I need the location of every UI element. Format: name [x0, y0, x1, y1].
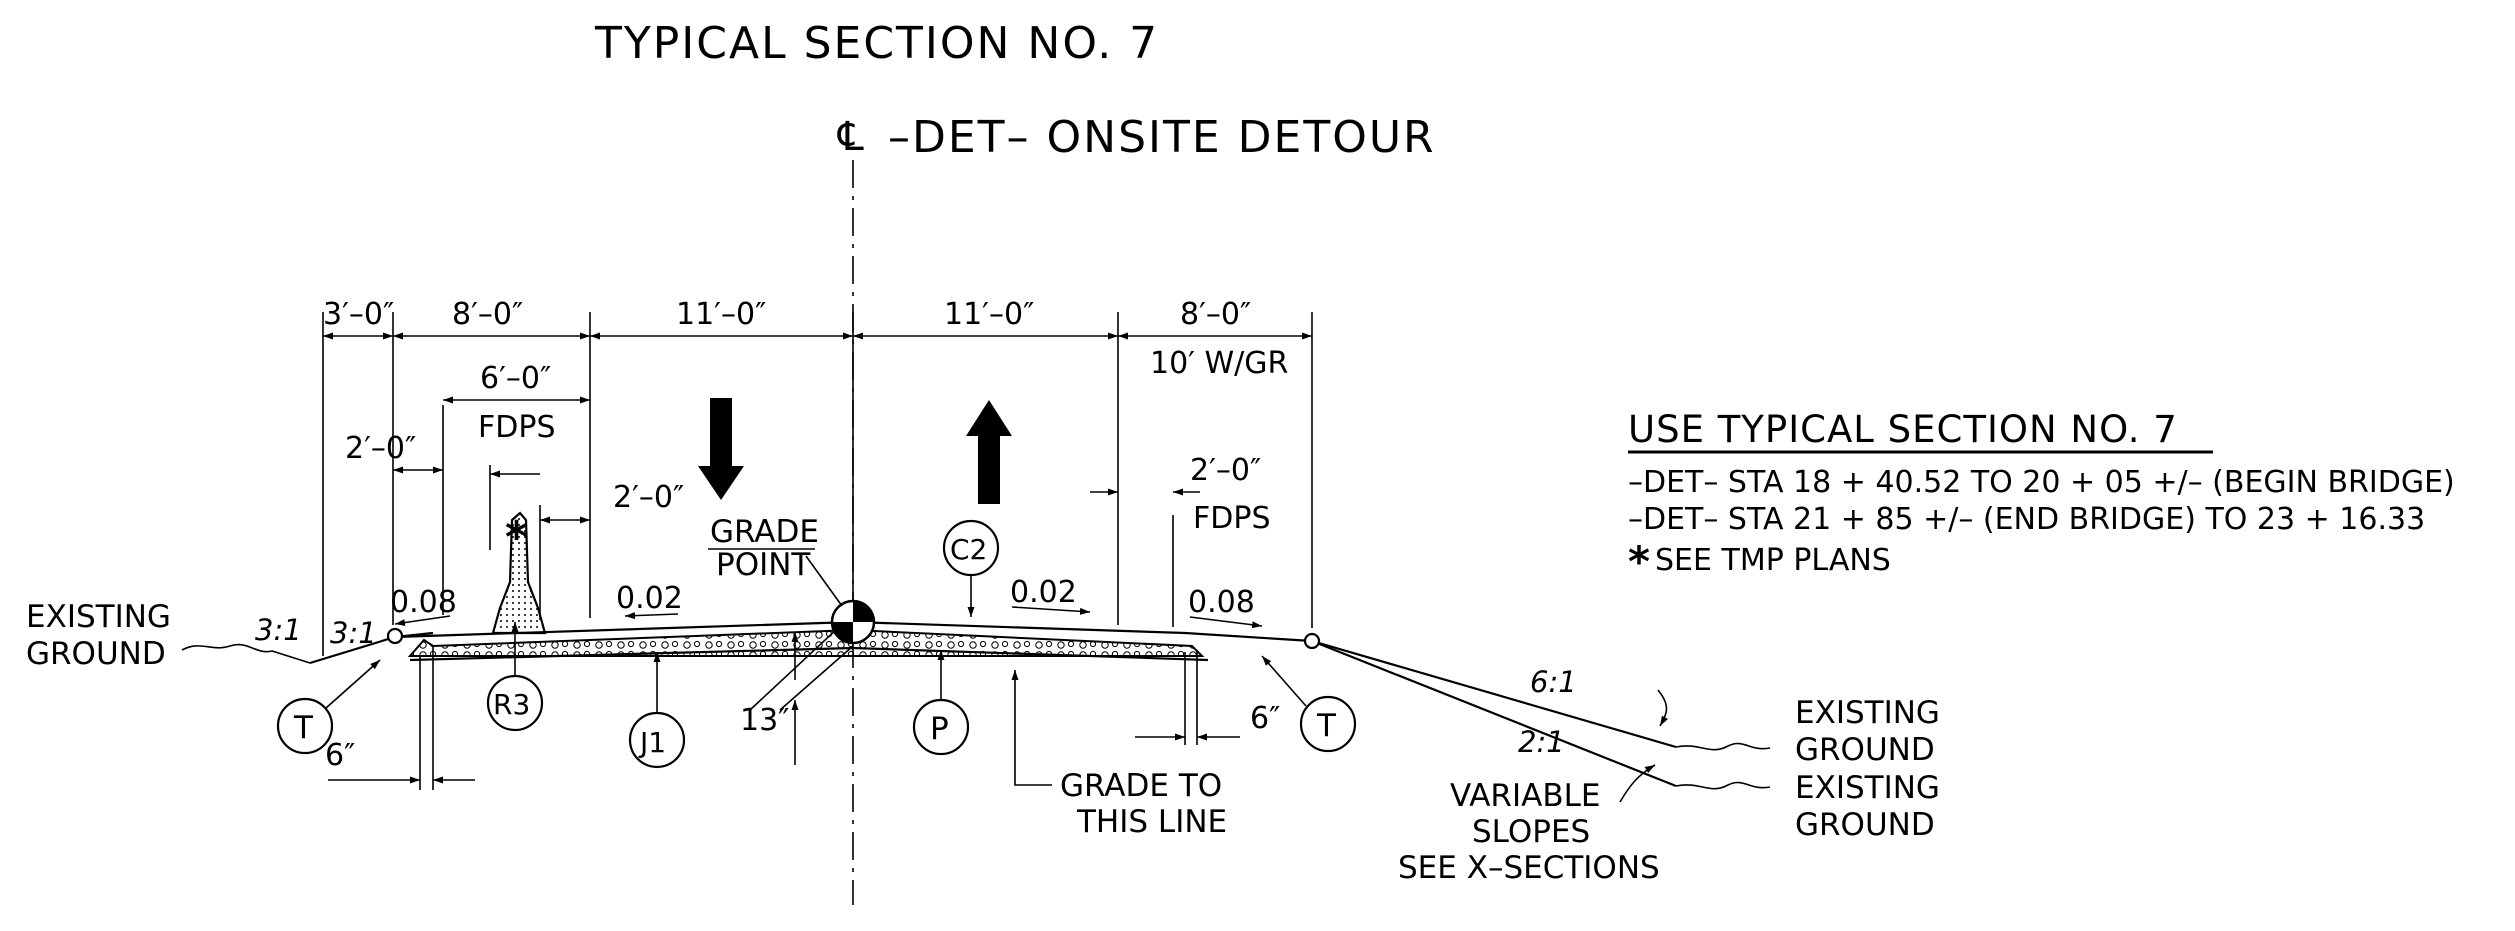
- slope-left-lane-arrow: [624, 612, 679, 620]
- callout-t-right: T: [1261, 655, 1357, 753]
- grade-point-leader: [805, 555, 843, 607]
- dim-3ft: 3′–0″: [323, 297, 394, 332]
- callout-c2: C2: [942, 519, 1000, 617]
- callout-t-left: T: [276, 659, 381, 755]
- notes-line-1: –DET– STA 18 + 40.52 TO 20 + 05 +/– (BEG…: [1628, 465, 2455, 500]
- depth-leader-bot: [779, 645, 854, 711]
- barrier-offset: 2′–0″: [613, 480, 684, 515]
- slope-right-lane: 0.02: [1010, 575, 1077, 610]
- fdps-right-label: FDPS: [1193, 501, 1271, 536]
- slope-right-upper: 6:1: [1530, 665, 1577, 699]
- left-hinge-point: [386, 627, 404, 645]
- variable-slopes-3: SEE X–SECTIONS: [1398, 850, 1660, 886]
- left-offset: 2′–0″: [345, 431, 416, 466]
- right-existing-ground-upper: [1675, 742, 1771, 751]
- left-existing-ground: [181, 643, 311, 664]
- grade-point-symbol: [830, 599, 876, 645]
- grade-line-leader: [1011, 670, 1052, 786]
- fdps-left-width: 6′–0″: [480, 361, 551, 396]
- dim-guardrail: 10′ W/GR: [1150, 346, 1288, 381]
- grade-point-label-2: POINT: [716, 547, 811, 583]
- base-course: [407, 628, 1205, 657]
- dim-8ft-right: 8′–0″: [1180, 297, 1251, 332]
- slope-right-lower: 2:1: [1518, 725, 1565, 759]
- base-course-bottom: [409, 646, 1209, 662]
- callout-p: P: [912, 650, 970, 756]
- variable-slopes-2: SLOPES: [1472, 814, 1590, 850]
- variable-slopes-1: VARIABLE: [1450, 778, 1600, 814]
- notes-line-2: –DET– STA 21 + 85 +/– (END BRIDGE) TO 23…: [1628, 502, 2425, 537]
- depth-leader-top: [749, 627, 839, 711]
- dim-8ft-left: 8′–0″: [452, 297, 523, 332]
- extension-lines: [322, 312, 1313, 656]
- existing-ground-right2-1: EXISTING: [1795, 770, 1940, 806]
- callout-r3: R3: [486, 622, 544, 732]
- slope-right-shoulder-arrow: [1189, 616, 1263, 629]
- dim-11ft-right: 11′–0″: [944, 297, 1034, 332]
- concrete-barrier: [491, 511, 547, 635]
- centerline-symbol: ℄: [837, 114, 866, 160]
- finished-surface: [394, 620, 1313, 643]
- grade-line-label-1: GRADE TO: [1060, 768, 1222, 804]
- barrier-asterisk: *: [505, 512, 528, 563]
- fdps-right-width: 2′–0″: [1190, 453, 1261, 488]
- svg-text:P: P: [930, 711, 949, 747]
- section-title: TYPICAL SECTION NO. 7: [594, 18, 1159, 69]
- slope-left-lane: 0.02: [616, 581, 683, 616]
- svg-text:C2: C2: [950, 533, 987, 566]
- right-lower-slope: [1311, 639, 1677, 788]
- right-upper-slope: [1311, 639, 1677, 749]
- notes-line-3-symbol: *: [1628, 537, 1650, 586]
- svg-text:T: T: [293, 710, 314, 746]
- direction-arrow-up: [966, 400, 1012, 504]
- existing-ground-right1-2: GROUND: [1795, 732, 1935, 768]
- svg-text:R3: R3: [493, 688, 530, 721]
- existing-ground-right1-1: EXISTING: [1795, 695, 1940, 731]
- slope-right-shoulder: 0.08: [1188, 585, 1255, 620]
- right-6in: 6″: [1250, 701, 1280, 736]
- grade-point-label-1: GRADE: [710, 514, 819, 550]
- left-6in: 6″: [325, 738, 355, 773]
- slope-right-upper-leader: [1657, 689, 1668, 727]
- slope-left-fill-inner: 3:1: [330, 616, 377, 650]
- svg-text:J1: J1: [638, 726, 666, 759]
- existing-ground-right2-2: GROUND: [1795, 807, 1935, 843]
- slope-left-shoulder-arrow: [394, 615, 451, 627]
- slope-right-lane-arrow: [1011, 606, 1091, 615]
- depth-13in: 13″: [740, 703, 789, 738]
- direction-arrow-down: [698, 398, 744, 500]
- callout-j1: J1: [628, 652, 686, 769]
- fdps-left-label: FDPS: [478, 410, 556, 445]
- centerline-label: –DET– ONSITE DETOUR: [888, 112, 1436, 163]
- slope-left-shoulder: 0.08: [390, 585, 457, 620]
- grade-line-label-2: THIS LINE: [1076, 804, 1227, 840]
- dim-11ft-left: 11′–0″: [676, 297, 766, 332]
- existing-ground-left-2: GROUND: [26, 636, 166, 672]
- existing-ground-left-1: EXISTING: [26, 599, 171, 635]
- slope-left-fill-outer: 3:1: [255, 613, 302, 647]
- notes-heading: USE TYPICAL SECTION NO. 7: [1628, 408, 2178, 451]
- notes-line-3: SEE TMP PLANS: [1655, 543, 1891, 578]
- right-hinge-point: [1303, 632, 1321, 650]
- right-existing-ground-lower: [1675, 781, 1771, 790]
- slope-right-lower-leader: [1619, 764, 1656, 803]
- svg-text:T: T: [1316, 708, 1337, 744]
